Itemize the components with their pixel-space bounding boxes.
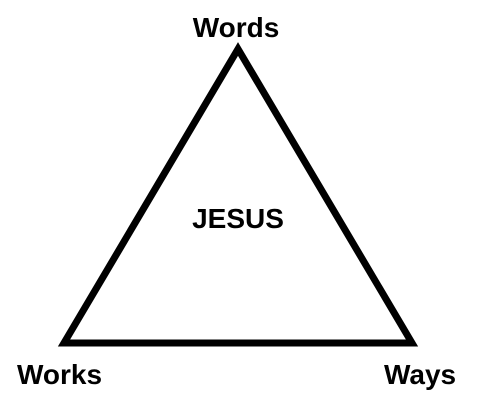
triangle-outline [57,42,419,347]
bottom-right-vertex-label: Ways [384,359,457,390]
top-vertex-label: Words [192,12,280,43]
center-label: JESUS [192,203,284,234]
bottom-left-vertex-label: Works [17,359,103,390]
